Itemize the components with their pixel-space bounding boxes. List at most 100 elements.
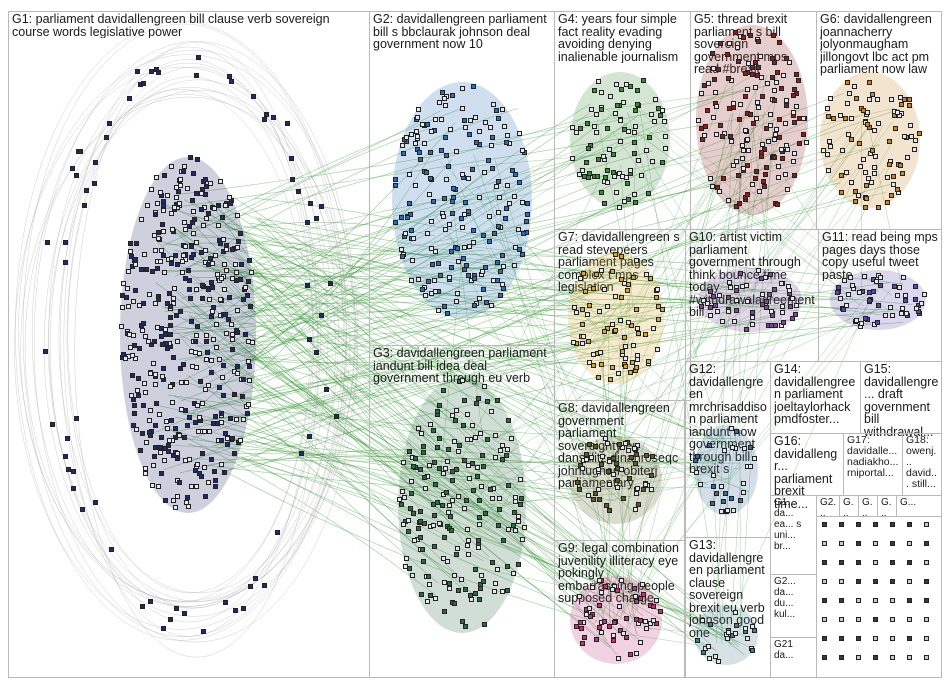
graph-edge — [188, 315, 480, 600]
graph-node — [873, 636, 878, 641]
graph-node — [481, 170, 487, 176]
graph-node — [498, 292, 504, 298]
graph-node — [232, 392, 238, 398]
graph-node — [572, 304, 578, 310]
graph-node — [728, 284, 734, 290]
graph-node — [590, 497, 596, 503]
graph-node — [760, 291, 766, 297]
graph-node — [576, 487, 582, 493]
graph-node — [410, 511, 416, 517]
graph-edge — [182, 329, 598, 416]
graph-node — [631, 140, 637, 146]
graph-edge — [725, 298, 875, 484]
graph-node — [857, 140, 863, 146]
graph-edge — [157, 264, 500, 346]
graph-node — [638, 596, 644, 602]
graph-node — [400, 151, 406, 157]
graph-node — [194, 72, 200, 78]
graph-edge — [443, 234, 636, 348]
graph-node — [445, 447, 451, 453]
graph-node — [436, 307, 442, 313]
graph-edge — [445, 172, 627, 476]
graph-node — [120, 305, 126, 310]
graph-edge — [211, 302, 630, 447]
graph-node — [726, 197, 732, 203]
graph-node — [462, 245, 468, 251]
graph-node — [634, 364, 640, 370]
graph-node — [496, 522, 502, 528]
graph-node — [844, 101, 850, 107]
graph-node — [584, 120, 590, 126]
graph-node — [755, 39, 761, 45]
graph-node — [746, 60, 752, 66]
graph-node — [313, 349, 319, 355]
graph-node — [190, 209, 196, 215]
graph-node — [874, 97, 880, 103]
graph-node — [408, 479, 414, 485]
graph-node — [221, 469, 227, 475]
graph-edge — [203, 267, 596, 344]
group-label-g26: G... — [900, 497, 917, 508]
graph-node — [856, 598, 861, 603]
graph-node — [839, 522, 844, 527]
graph-node — [155, 325, 161, 331]
graph-node — [392, 182, 398, 188]
graph-node — [444, 559, 450, 565]
graph-node — [234, 270, 240, 276]
graph-node — [155, 297, 161, 303]
graph-node — [643, 626, 649, 632]
graph-node — [707, 304, 713, 310]
graph-edge — [636, 108, 873, 306]
graph-node — [454, 246, 460, 252]
graph-node — [436, 403, 442, 409]
graph-node — [713, 103, 719, 109]
graph-node — [599, 190, 605, 196]
graph-node — [602, 200, 608, 206]
graph-node — [409, 490, 415, 496]
graph-node — [610, 633, 616, 639]
graph-edge — [256, 194, 506, 261]
graph-node — [462, 505, 468, 511]
graph-node — [730, 105, 736, 111]
graph-node — [190, 171, 196, 177]
graph-node — [500, 457, 506, 463]
graph-node — [732, 30, 738, 36]
graph-node — [764, 165, 769, 171]
graph-node — [852, 198, 858, 204]
graph-edge — [487, 88, 734, 186]
graph-node — [193, 468, 199, 474]
graph-node — [141, 300, 147, 306]
graph-node — [237, 277, 243, 283]
graph-edge — [456, 293, 762, 547]
graph-node — [216, 222, 221, 228]
graph-node — [217, 241, 223, 247]
graph-edge — [489, 303, 622, 448]
graph-node — [170, 497, 176, 503]
graph-edge — [492, 187, 605, 618]
graph-node — [185, 267, 191, 273]
graph-node — [500, 442, 506, 448]
group-panel-g2: G2: davidallengreen parliament bill s bb… — [369, 11, 555, 346]
graph-edge — [176, 458, 740, 464]
graph-node — [759, 153, 765, 159]
graph-edge — [721, 297, 738, 627]
graph-node — [840, 147, 846, 153]
graph-node — [125, 269, 131, 275]
graph-node — [472, 303, 478, 309]
graph-node — [907, 636, 912, 641]
graph-node — [438, 272, 444, 278]
graph-node — [423, 170, 429, 176]
graph-node — [450, 211, 456, 217]
graph-node — [107, 120, 113, 126]
graph-node — [229, 435, 235, 441]
graph-node — [187, 155, 193, 161]
graph-node — [400, 143, 406, 149]
graph-node — [459, 215, 465, 221]
graph-edge — [174, 395, 581, 502]
graph-node — [176, 189, 181, 195]
graph-node — [756, 104, 761, 110]
graph-node — [155, 484, 161, 490]
graph-edge — [609, 477, 731, 501]
graph-node — [620, 174, 626, 180]
graph-node — [614, 478, 620, 484]
